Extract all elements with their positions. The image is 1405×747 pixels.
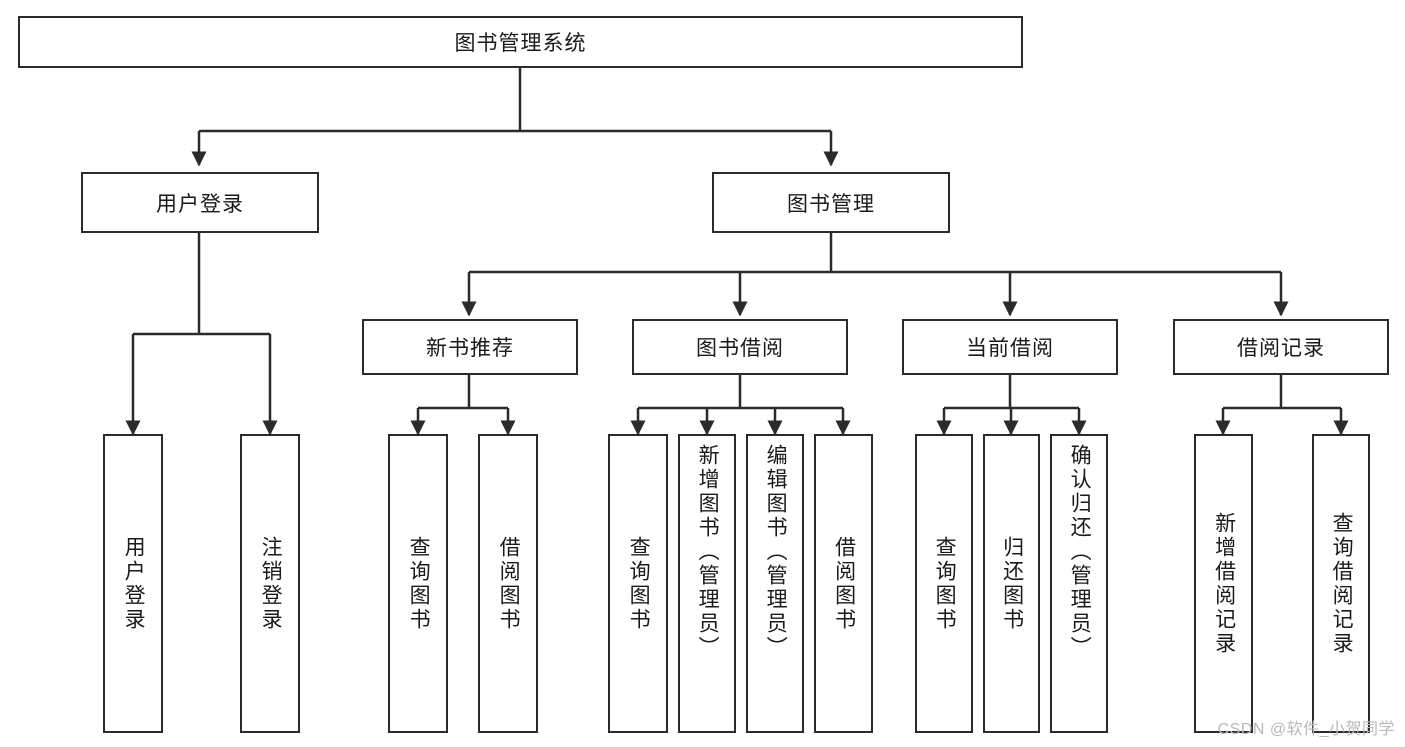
leaf-new-book-query[interactable]: 查询图书 — [388, 434, 448, 733]
leaf-label: 注销登录 — [259, 535, 283, 632]
leaf-label: 归还图书 — [1000, 535, 1024, 632]
leaf-label: 新增借阅记录 — [1212, 511, 1236, 656]
leaf-user-login-logout[interactable]: 注销登录 — [240, 434, 300, 733]
node-current-borrow[interactable]: 当前借阅 — [902, 319, 1118, 375]
leaf-label: 查询图书 — [627, 535, 651, 632]
node-new-book-recommend-label: 新书推荐 — [426, 337, 514, 360]
node-borrow-record-label: 借阅记录 — [1237, 337, 1325, 360]
leaf-label: 新增图书（管理员） — [696, 444, 720, 660]
node-book-borrow[interactable]: 图书借阅 — [632, 319, 848, 375]
leaf-label: 编辑图书（管理员） — [764, 444, 788, 660]
node-user-login[interactable]: 用户登录 — [81, 172, 319, 233]
leaf-label: 借阅图书 — [832, 535, 856, 632]
leaf-label: 查询借阅记录 — [1330, 511, 1354, 656]
node-book-manage[interactable]: 图书管理 — [712, 172, 950, 233]
leaf-borrow-record-add[interactable]: 新增借阅记录 — [1194, 434, 1253, 733]
leaf-current-borrow-confirm[interactable]: 确认归还（管理员） — [1050, 434, 1108, 733]
leaf-new-book-borrow[interactable]: 借阅图书 — [478, 434, 538, 733]
node-root-label: 图书管理系统 — [454, 32, 587, 55]
leaf-book-borrow-edit[interactable]: 编辑图书（管理员） — [746, 434, 804, 733]
node-book-manage-label: 图书管理 — [787, 192, 875, 216]
watermark: CSDN @软件_小贺同学 — [1217, 721, 1395, 738]
node-current-borrow-label: 当前借阅 — [966, 337, 1054, 360]
leaf-user-login-login[interactable]: 用户登录 — [103, 434, 163, 733]
node-book-borrow-label: 图书借阅 — [696, 337, 784, 360]
leaf-current-borrow-return[interactable]: 归还图书 — [983, 434, 1040, 733]
leaf-label: 查询图书 — [933, 535, 957, 632]
leaf-label: 确认归还（管理员） — [1068, 444, 1092, 660]
leaf-book-borrow-add[interactable]: 新增图书（管理员） — [678, 434, 736, 733]
leaf-label: 用户登录 — [122, 535, 146, 632]
leaf-book-borrow-borrow[interactable]: 借阅图书 — [814, 434, 873, 733]
leaf-label: 查询图书 — [407, 535, 431, 632]
leaf-label: 借阅图书 — [497, 535, 521, 632]
node-user-login-label: 用户登录 — [156, 192, 244, 216]
node-root[interactable]: 图书管理系统 — [18, 16, 1023, 68]
node-new-book-recommend[interactable]: 新书推荐 — [362, 319, 578, 375]
node-borrow-record[interactable]: 借阅记录 — [1173, 319, 1389, 375]
leaf-book-borrow-query[interactable]: 查询图书 — [608, 434, 668, 733]
leaf-current-borrow-query[interactable]: 查询图书 — [915, 434, 973, 733]
leaf-borrow-record-query[interactable]: 查询借阅记录 — [1312, 434, 1370, 733]
